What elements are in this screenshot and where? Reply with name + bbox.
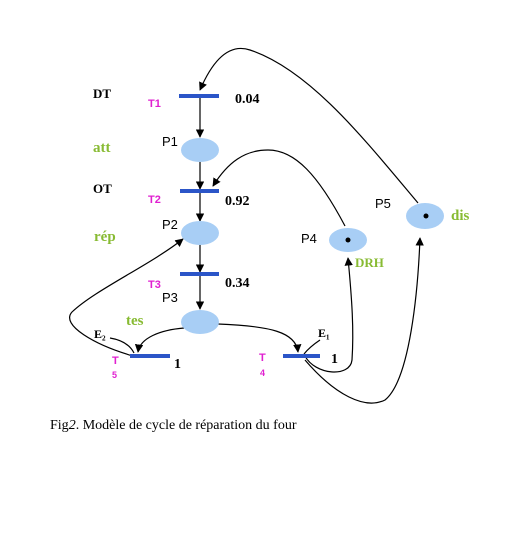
label-e1: E₁	[318, 326, 330, 340]
label-t5-index: 5	[112, 370, 117, 380]
transition-t3[interactable]	[180, 272, 219, 276]
caption-prefix: Fig	[50, 418, 69, 433]
place-p3[interactable]	[181, 310, 219, 334]
place-p1[interactable]	[181, 138, 219, 162]
label-p1: P1	[162, 134, 178, 149]
arc-p3-t5	[134, 327, 185, 353]
transition-t5[interactable]	[130, 354, 170, 358]
arc-p3-t4	[217, 323, 302, 353]
label-t3: T3	[148, 279, 161, 291]
label-w2: 0.92	[225, 194, 250, 209]
place-p2[interactable]	[181, 221, 219, 245]
transition-t4[interactable]	[283, 354, 320, 358]
transitions	[130, 94, 320, 358]
arc-t4-p4	[304, 257, 354, 373]
arc-p5-t1	[199, 47, 419, 204]
arc-t5-p2	[69, 238, 184, 357]
arc-e2-t5	[109, 337, 135, 354]
label-p3: P3	[162, 290, 178, 305]
label-t1: T1	[148, 98, 161, 110]
arc-e1-t4	[303, 339, 321, 355]
label-rep: rép	[94, 229, 116, 245]
figure-caption: Fig2. Modèle de cycle de réparation du f…	[50, 418, 297, 433]
label-p2: P2	[162, 217, 178, 232]
caption-text: . Modèle de cycle de réparation du four	[76, 418, 297, 433]
label-att: att	[93, 140, 111, 156]
arc-t4-p5	[304, 237, 424, 404]
caption-number: 2	[69, 418, 76, 433]
label-p4: P4	[301, 231, 317, 246]
transition-t2[interactable]	[180, 189, 219, 193]
label-w1: 0.04	[235, 92, 260, 107]
label-p5: P5	[375, 196, 391, 211]
label-t5-letter: T	[112, 355, 119, 367]
arc-p4-t2	[212, 149, 346, 227]
label-drh: DRH	[355, 255, 384, 270]
label-w4: 1	[331, 352, 338, 367]
label-e2: E₂	[94, 327, 106, 341]
label-t4-index: 4	[260, 368, 265, 378]
label-ot: OT	[93, 181, 112, 196]
token-p5	[423, 213, 429, 219]
label-w3: 0.34	[225, 276, 250, 291]
label-t2: T2	[148, 194, 161, 206]
labels: DT T1 0.04 att P1 OT T2 0.92 rép P2 T3 0…	[93, 86, 470, 380]
label-dis: dis	[451, 208, 470, 224]
token-p4	[345, 237, 351, 243]
label-w5: 1	[174, 357, 181, 372]
places	[181, 138, 444, 334]
label-t4-letter: T	[259, 352, 266, 364]
transition-t1[interactable]	[179, 94, 219, 98]
label-tes: tes	[126, 313, 144, 329]
label-dt: DT	[93, 86, 111, 101]
